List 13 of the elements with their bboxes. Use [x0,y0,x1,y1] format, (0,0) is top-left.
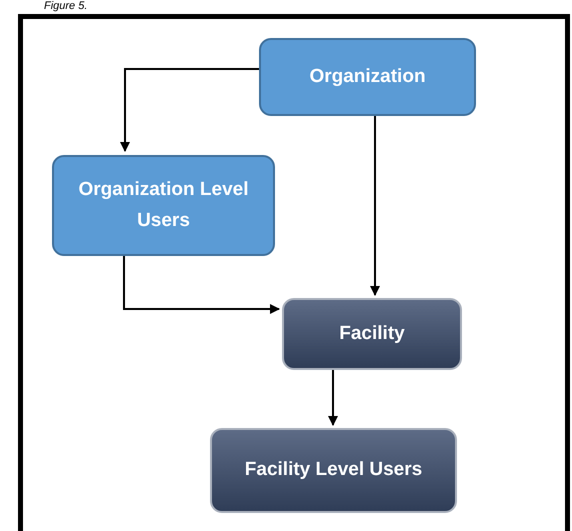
arrow [328,370,338,426]
box-label: Facility Level Users [244,458,422,482]
figure-caption: Figure 5. [44,0,88,13]
process-box [210,428,457,513]
arrow [123,256,280,314]
process-box [52,155,275,256]
process-box [259,38,476,116]
box-label: Organization [309,64,426,89]
box-label: Organization Level Users [78,178,250,232]
process-box [282,298,462,370]
box-label: Facility [339,322,405,346]
arrow [370,116,380,296]
arrow [120,68,259,152]
